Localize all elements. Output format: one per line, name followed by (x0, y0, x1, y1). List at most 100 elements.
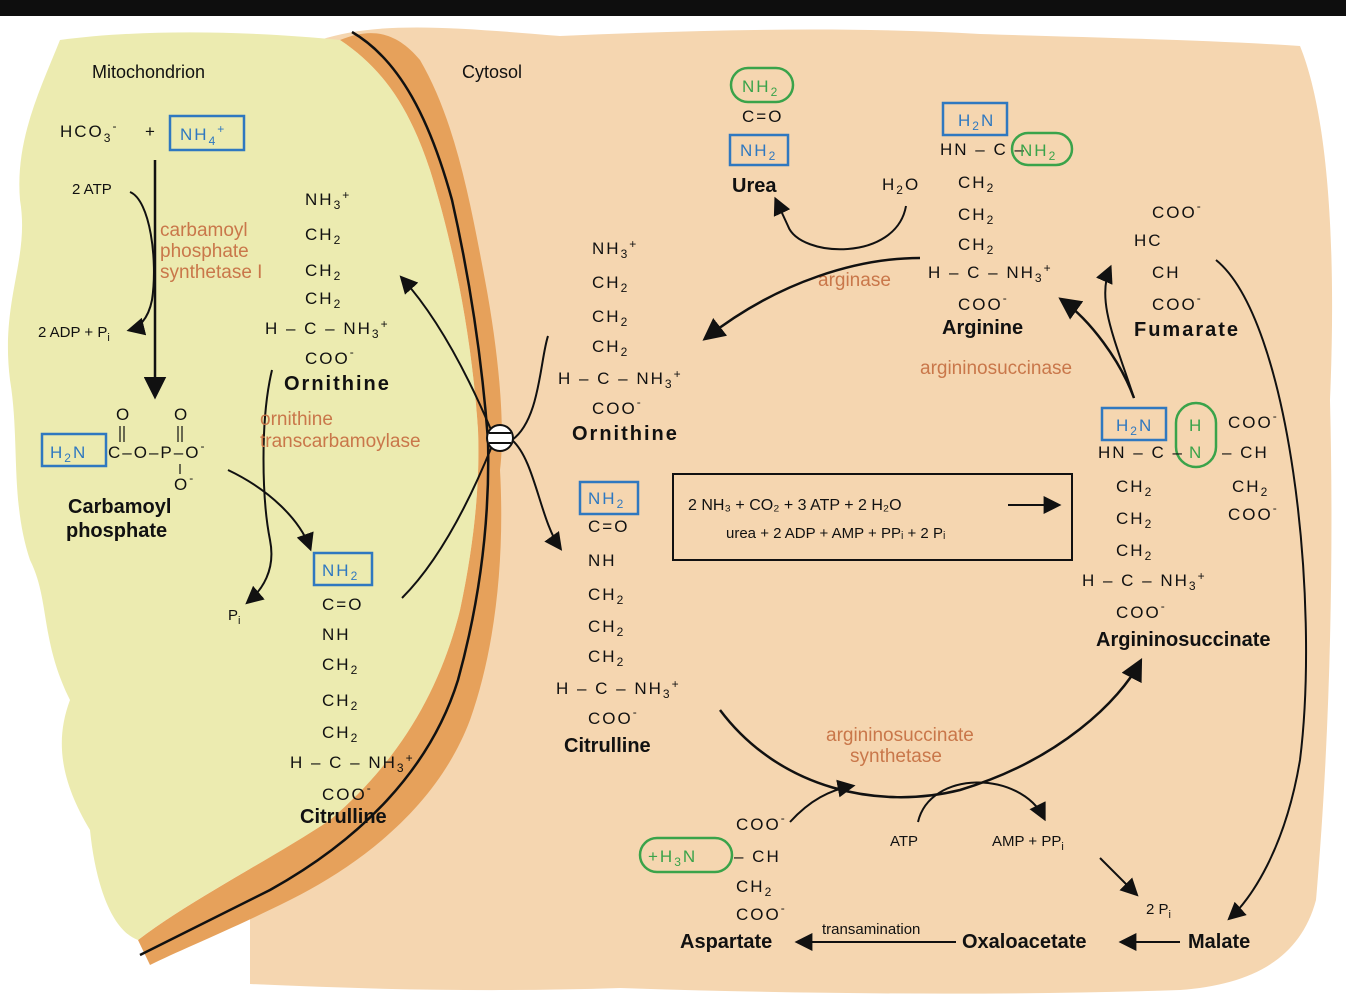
water-label: H2O (882, 175, 920, 197)
svg-text:Aspartate: Aspartate (680, 931, 772, 953)
enzyme-carbamoyl-phosphate-synthetase: carbamoyl phosphate synthetase I (160, 220, 262, 283)
svg-text:CH2: CH2 (592, 337, 629, 359)
svg-text:– CH: – CH (1222, 443, 1269, 462)
svg-text:Urea: Urea (732, 175, 777, 197)
bicarbonate: HCO3- (60, 119, 118, 145)
cytosol-label: Cytosol (462, 62, 522, 82)
svg-text:H – C – NH3+: H – C – NH3+ (928, 261, 1053, 285)
svg-text:COO-: COO- (305, 345, 356, 368)
svg-text:COO-: COO- (592, 395, 643, 418)
svg-text:N: N (1189, 443, 1203, 462)
cytosol-region (250, 27, 1333, 994)
svg-text:CH2: CH2 (588, 617, 625, 639)
svg-text:CH2: CH2 (588, 647, 625, 669)
svg-text:H – C – NH3+: H – C – NH3+ (265, 317, 390, 341)
mitochondrion-region (7, 32, 479, 940)
svg-text:COO-: COO- (736, 811, 787, 834)
svg-text:COO-: COO- (1152, 291, 1203, 314)
svg-text:CH2: CH2 (322, 655, 359, 677)
svg-text:CH2: CH2 (305, 261, 342, 283)
svg-text:H – C – NH3+: H – C – NH3+ (558, 367, 683, 391)
enzyme-argininosuccinate-synthetase: argininosuccinate synthetase (826, 725, 974, 767)
svg-text:Carbamoyl: Carbamoyl (68, 496, 171, 518)
svg-text:O-: O- (174, 471, 195, 494)
svg-text:H – C – NH3+: H – C – NH3+ (290, 751, 415, 775)
arrow-atp-adp (126, 191, 155, 336)
svg-text:NH3+: NH3+ (592, 237, 638, 261)
equation-line-2: urea + 2 ADP + AMP + PPᵢ + 2 Pᵢ (726, 525, 945, 542)
enzyme-argininosuccinase: argininosuccinase (920, 358, 1072, 379)
top-bar (0, 0, 1346, 16)
svg-text:Citrulline: Citrulline (564, 735, 651, 757)
svg-text:H – C – NH3+: H – C – NH3+ (556, 677, 681, 701)
svg-text:COO-: COO- (588, 705, 639, 728)
svg-text:carbamoyl: carbamoyl (160, 220, 248, 241)
svg-text:NH2: NH2 (1020, 141, 1057, 163)
svg-text:CH2: CH2 (736, 877, 773, 899)
svg-text:HCO3-: HCO3- (60, 119, 118, 145)
svg-text:phosphate: phosphate (160, 241, 249, 262)
svg-text:phosphate: phosphate (66, 520, 167, 542)
transamination-label: transamination (822, 921, 920, 938)
malate-label: Malate (1188, 931, 1250, 953)
plus-sign: + (145, 122, 157, 141)
mitochondrial-membrane (138, 33, 502, 966)
svg-text:COO-: COO- (1228, 501, 1279, 524)
svg-text:argininosuccinate: argininosuccinate (826, 725, 974, 746)
svg-text:COO-: COO- (1116, 599, 1167, 622)
svg-text:Argininosuccinate: Argininosuccinate (1096, 629, 1270, 651)
svg-text:Fumarate: Fumarate (1134, 319, 1240, 341)
arrow-fumarate-to-malate (1215, 259, 1308, 921)
mitochondrion-label: Mitochondrion (92, 62, 205, 82)
svg-text:CH2: CH2 (1116, 541, 1153, 563)
svg-text:ornithine: ornithine (260, 409, 333, 430)
svg-text:O: O (116, 405, 131, 424)
svg-text:NH: NH (322, 625, 351, 644)
svg-text:NH: NH (588, 551, 617, 570)
svg-text:HN – C –: HN – C – (1098, 443, 1184, 462)
arrow-atp-to-amp (917, 781, 1046, 823)
svg-text:CH2: CH2 (588, 585, 625, 607)
amp-ppi-label: AMP + PPi (992, 833, 1064, 853)
arrow-ornithine-to-pi (245, 369, 273, 605)
svg-text:COO-: COO- (958, 291, 1009, 314)
svg-text:synthetase I: synthetase I (160, 262, 262, 283)
svg-text:CH2: CH2 (305, 289, 342, 311)
svg-text:H – C – NH3+: H – C – NH3+ (1082, 569, 1207, 593)
argininosuccinate: H2N H N HN – C – COO- – CH CH2 COO- CH2 … (1082, 401, 1279, 651)
svg-text:H2N: H2N (958, 111, 995, 133)
mito-citrulline: NH2 C=O NH CH2 CH2 CH2 H – C – NH3+ COO-… (290, 551, 415, 828)
svg-text:NH2: NH2 (740, 141, 777, 163)
enzyme-arginase: arginase (818, 270, 891, 291)
svg-text:transcarbamoylase: transcarbamoylase (260, 431, 421, 452)
cyto-citrulline: NH2 C=O NH CH2 CH2 CH2 H – C – NH3+ COO-… (556, 480, 681, 757)
svg-text:C–O–P–O-: C–O–P–O- (108, 439, 206, 462)
svg-text:CH2: CH2 (958, 205, 995, 227)
summary-equation: 2 NH₃ + CO₂ + 3 ATP + 2 H₂O urea + 2 ADP… (672, 473, 1073, 561)
svg-text:Ornithine: Ornithine (284, 373, 391, 395)
svg-text:CH2: CH2 (592, 307, 629, 329)
mito-ornithine: NH3+ CH2 CH2 CH2 H – C – NH3+ COO- Ornit… (265, 188, 391, 395)
svg-text:NH3+: NH3+ (305, 188, 351, 212)
svg-text:synthetase: synthetase (850, 746, 942, 767)
svg-text:NH2: NH2 (588, 489, 625, 511)
fumarate: COO- HC CH COO- Fumarate (1134, 199, 1240, 341)
svg-text:C=O: C=O (322, 595, 363, 614)
svg-text:COO-: COO- (1228, 409, 1279, 432)
adp-label: 2 ADP + Pi (38, 324, 110, 344)
svg-text:C=O: C=O (742, 107, 783, 126)
svg-text:HC: HC (1134, 231, 1163, 250)
atp-label: 2 ATP (72, 181, 112, 198)
svg-text:HN – C –: HN – C – (940, 140, 1026, 159)
enzyme-ornithine-transcarbamoylase: ornithine transcarbamoylase (260, 409, 421, 452)
svg-text:NH2: NH2 (742, 77, 779, 99)
svg-text:CH2: CH2 (322, 723, 359, 745)
svg-text:CH2: CH2 (305, 225, 342, 247)
svg-text:H2N: H2N (1116, 416, 1153, 438)
svg-text:C=O: C=O (588, 517, 629, 536)
two-pi-label: 2 Pi (1146, 901, 1171, 921)
svg-text:O: O (174, 405, 189, 424)
aspartate: COO- +H3N – CH CH2 COO- Aspartate (638, 811, 787, 953)
